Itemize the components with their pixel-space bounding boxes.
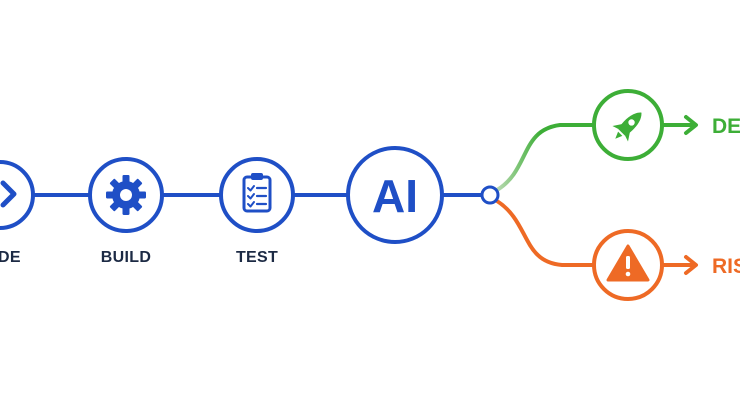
stage-ai: AI [346,146,444,244]
stage-label: BUILD [101,249,151,266]
stage-test: TEST [219,157,295,266]
stage-build: BUILD [88,157,164,266]
outcome-label: RIS [712,255,740,278]
stage-label: TEST [236,249,278,266]
branch-success-line [495,123,596,192]
outcome-deploy: DE [592,89,740,161]
stage-label: DE [0,249,21,266]
chevron-right-icon [0,180,17,208]
rocket-icon [612,112,642,142]
gear-icon [106,175,146,215]
outcome-risk: RIS [592,229,740,301]
branch-risk-line [495,199,596,267]
stage-code: DE [0,160,35,266]
branch-success-arrowhead [684,115,698,135]
ai-label: AI [372,170,418,222]
clipboard-checklist-icon [242,173,272,213]
junction-node [480,185,500,205]
warning-triangle-icon [606,244,650,282]
branch-risk-arrowhead [684,255,698,275]
outcome-label: DE [712,115,740,138]
